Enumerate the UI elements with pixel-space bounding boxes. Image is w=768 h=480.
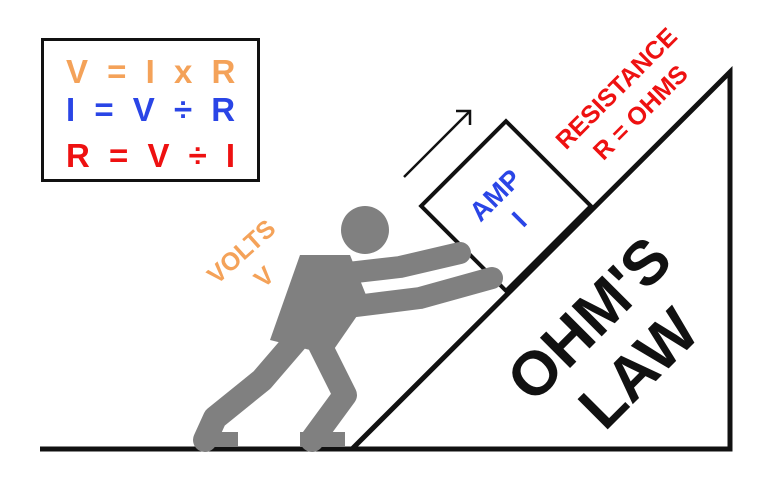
motion-arrow-icon [403, 109, 472, 178]
formula-resistance: R = V ÷ I [66, 137, 241, 174]
figure-head [341, 206, 389, 254]
figure-lower-arm [329, 267, 503, 319]
figure-front-foot [300, 432, 345, 447]
ramp-triangle [345, 65, 733, 452]
formula-current: I = V ÷ R [66, 91, 241, 128]
formula-box: V = I x R I = V ÷ R R = V ÷ I [41, 38, 260, 182]
pushing-figure [193, 206, 503, 452]
volts-symbol: V [249, 261, 280, 293]
figure-back-foot [196, 432, 238, 447]
formula-voltage: V = I x R [66, 53, 241, 90]
figure-upper-arm [319, 242, 471, 286]
figure-back-leg [193, 318, 317, 452]
figure-front-leg [300, 333, 357, 452]
